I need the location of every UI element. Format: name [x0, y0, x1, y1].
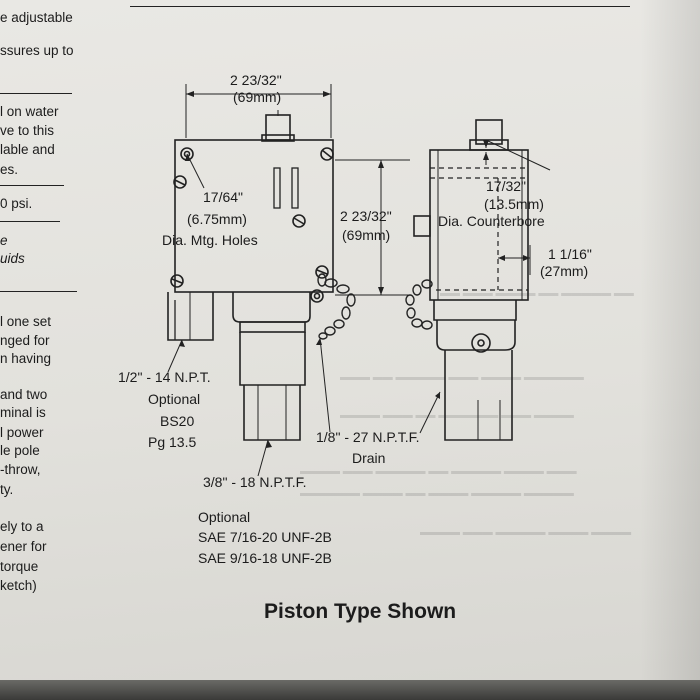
screw-head: [315, 265, 329, 279]
left-text-line: e adjustable: [0, 10, 73, 25]
screw-head: [292, 214, 306, 228]
sae-9-16-callout: SAE 9/16-18 UNF-2B: [198, 550, 332, 566]
pressure-port: [239, 332, 306, 386]
height-dimension: 2 23/32": [340, 208, 392, 224]
show-through-text: ▬▬▬▬▬▬ ▬▬▬▬ ▬▬ ▬▬▬▬ ▬▬▬▬▬ ▬▬▬▬▬: [300, 488, 574, 499]
figure-caption: Piston Type Shown: [264, 600, 457, 623]
show-through-text: ▬▬▬▬ ▬▬▬ ▬▬▬▬▬ ▬▬▬▬ ▬▬▬▬: [420, 527, 632, 538]
arrowheads: [179, 91, 530, 448]
screw-head: [170, 274, 184, 288]
switch-housing-front: [174, 139, 334, 293]
left-text-line: ely to a: [0, 519, 44, 534]
port-npt-callout: 3/8" - 18 N.P.T.F.: [203, 474, 307, 490]
show-through-text: ▬▬▬▬ ▬▬▬ ▬▬ ▬▬▬▬▬▬ ▬▬▬ ▬▬▬▬: [340, 410, 574, 421]
pg-callout: Pg 13.5: [148, 434, 197, 450]
show-through-text: ▬▬ ▬▬▬ ▬▬▬▬ ▬▬ ▬▬▬▬▬ ▬▬: [440, 288, 634, 299]
counterbore-dimension-mm: (13.5mm): [484, 196, 544, 212]
left-text-line: ketch): [0, 578, 37, 593]
top-rule: [130, 6, 630, 7]
left-text-line: lable and: [0, 142, 55, 157]
left-text-line: nged for: [0, 333, 50, 348]
page-fold-shadow: [640, 0, 700, 700]
height-dimension-mm: (69mm): [342, 227, 391, 243]
left-text-line: l one set: [0, 314, 52, 329]
depth-dimension-mm: (27mm): [540, 263, 589, 279]
drain-chain-side: [405, 279, 433, 330]
optional-label: Optional: [148, 391, 201, 407]
left-text-line: l on water: [0, 104, 59, 119]
dimension-lines: [167, 84, 551, 477]
screw-head: [320, 147, 334, 161]
left-text-line: es.: [0, 162, 19, 177]
left-text-line: ve to this: [0, 123, 55, 138]
drain-npt-callout: 1/8" - 27 N.P.T.F.: [316, 429, 420, 445]
left-text-line: ssures up to: [0, 43, 74, 58]
left-text-line: l power: [0, 425, 44, 440]
table-edge: [0, 680, 700, 700]
adjustment-cap-side: [475, 119, 503, 145]
depth-dimension: 1 1/16": [548, 246, 592, 262]
terminal: [273, 167, 281, 209]
show-through-text: ▬▬▬▬ ▬▬▬ ▬▬▬▬▬ ▬▬ ▬▬▬▬▬ ▬▬▬▬ ▬▬▬: [300, 466, 577, 477]
width-dimension-mm: (69mm): [233, 89, 282, 105]
left-text-line: minal is: [0, 405, 46, 420]
left-text-line: n having: [0, 351, 52, 366]
piston-housing: [232, 292, 311, 323]
left-rule: [0, 93, 72, 94]
left-text-line: and two: [0, 387, 48, 402]
left-text-line: 0 psi.: [0, 196, 33, 211]
mount-hole-dimension: 17/64": [203, 189, 244, 205]
drain-port: [471, 333, 491, 353]
piston-housing-side: [433, 300, 517, 321]
bs20-callout: BS20: [160, 413, 195, 429]
counterbore-dimension: 17/32": [486, 178, 527, 194]
left-text-line: torque: [0, 559, 39, 574]
left-rule: [0, 291, 77, 292]
left-text-line: -throw,: [0, 462, 41, 477]
left-text-line: uids: [0, 251, 25, 266]
show-through-text: ▬▬▬ ▬▬ ▬▬▬▬▬ ▬▬▬ ▬▬▬▬ ▬▬▬▬▬▬: [340, 372, 584, 383]
left-rule: [0, 185, 64, 186]
screw-head: [173, 175, 187, 189]
left-text-line: e: [0, 233, 8, 248]
sae-7-16-callout: SAE 7/16-20 UNF-2B: [198, 529, 332, 545]
left-rule: [0, 221, 60, 222]
mounting-hole: [310, 289, 324, 303]
counterbore-label: Dia. Counterbore: [438, 213, 545, 229]
left-text-line: le pole: [0, 443, 40, 458]
adjustment-cap: [265, 114, 291, 141]
mount-hole-label: Dia. Mtg. Holes: [162, 232, 258, 248]
left-text-line: ty.: [0, 482, 14, 497]
drain-chain: [317, 273, 356, 340]
left-text-line: ener for: [0, 539, 47, 554]
width-dimension: 2 23/32": [230, 72, 282, 88]
drain-label: Drain: [352, 450, 386, 466]
mount-hole-dimension-mm: (6.75mm): [187, 211, 247, 227]
conduit-npt-callout: 1/2" - 14 N.P.T.: [118, 369, 211, 385]
optional-label-2: Optional: [198, 509, 251, 525]
terminal: [291, 167, 299, 209]
